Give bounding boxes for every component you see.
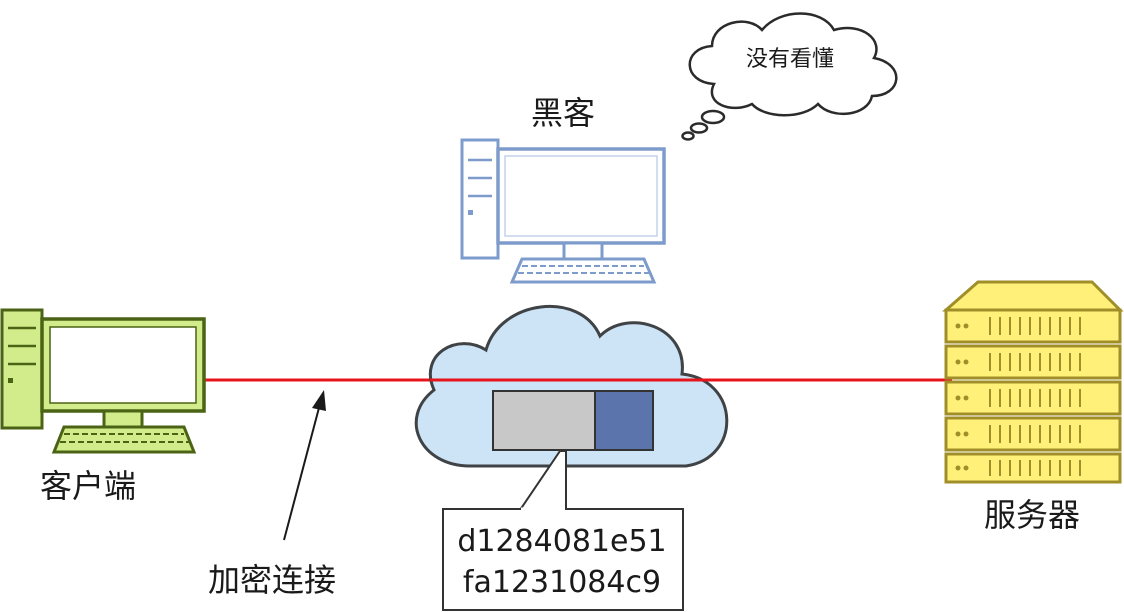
thought-bubble-icon — [681, 12, 898, 141]
hacker-label: 黑客 — [531, 94, 595, 132]
encrypted-text-line-2: fa1231084c9 — [463, 565, 661, 600]
server-rack-icon — [942, 280, 1124, 484]
client-computer-icon — [0, 308, 206, 454]
hacker-computer-icon — [460, 138, 666, 284]
encrypted-text-box — [442, 508, 684, 611]
thought-text: 没有看懂 — [746, 47, 834, 72]
client-label: 客户端 — [40, 467, 136, 505]
encrypted-text-line-1: d1284081e51 — [457, 524, 666, 559]
server-label: 服务器 — [984, 496, 1080, 534]
pointer-arrow-icon — [283, 390, 326, 541]
encrypted-packet — [492, 390, 654, 451]
callout-pointer — [519, 450, 567, 511]
connection-label: 加密连接 — [208, 561, 336, 599]
